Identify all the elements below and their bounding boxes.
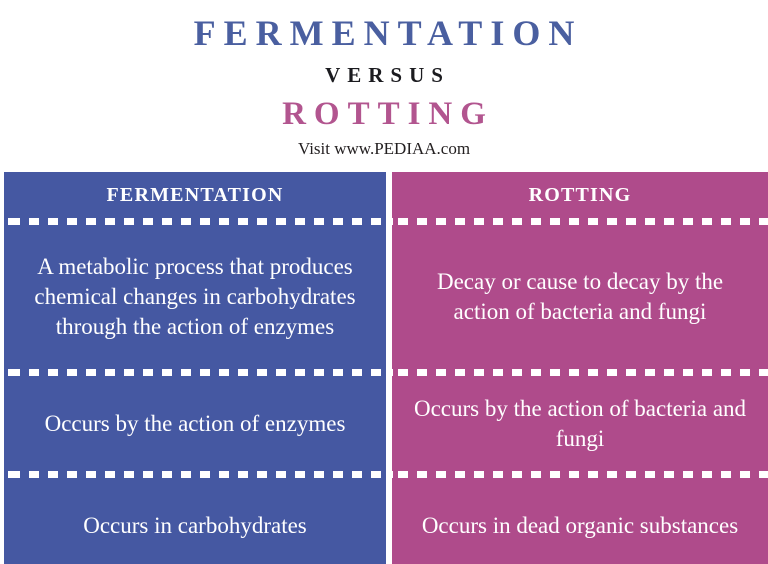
cell-fermentation-agent: Occurs by the action of enzymes bbox=[44, 410, 346, 436]
page-title-versus: VERSUS bbox=[325, 63, 450, 87]
cell-fermentation-substrate: Occurs in carbohydrates bbox=[83, 512, 307, 538]
page-title-secondary: ROTTING bbox=[282, 96, 494, 132]
row-separator bbox=[392, 218, 768, 225]
row-separator bbox=[4, 471, 386, 478]
header: FERMENTATION VERSUS ROTTING Visit www.PE… bbox=[0, 0, 768, 172]
column-fermentation: FERMENTATION A metabolic process that pr… bbox=[4, 172, 386, 564]
cell-fermentation-definition: A metabolic process that produces chemic… bbox=[34, 254, 356, 339]
cell-rotting-agent: Occurs by the action of bacteria and fun… bbox=[413, 395, 747, 451]
page-title-primary: FERMENTATION bbox=[193, 13, 583, 53]
column-rotting: ROTTING Decay or cause to decay by the a… bbox=[392, 172, 768, 564]
row-separator bbox=[392, 369, 768, 376]
column-header-fermentation: FERMENTATION bbox=[106, 183, 284, 206]
cell-rotting-substrate: Occurs in dead organic substances bbox=[421, 512, 739, 538]
cell-rotting-definition: Decay or cause to decay by the action of… bbox=[436, 269, 724, 324]
source-attribution: Visit www.PEDIAA.com bbox=[297, 139, 471, 158]
row-separator bbox=[4, 369, 386, 376]
column-header-rotting: ROTTING bbox=[528, 183, 632, 206]
row-separator bbox=[392, 471, 768, 478]
comparison-table: FERMENTATION A metabolic process that pr… bbox=[0, 172, 768, 564]
row-separator bbox=[4, 218, 386, 225]
